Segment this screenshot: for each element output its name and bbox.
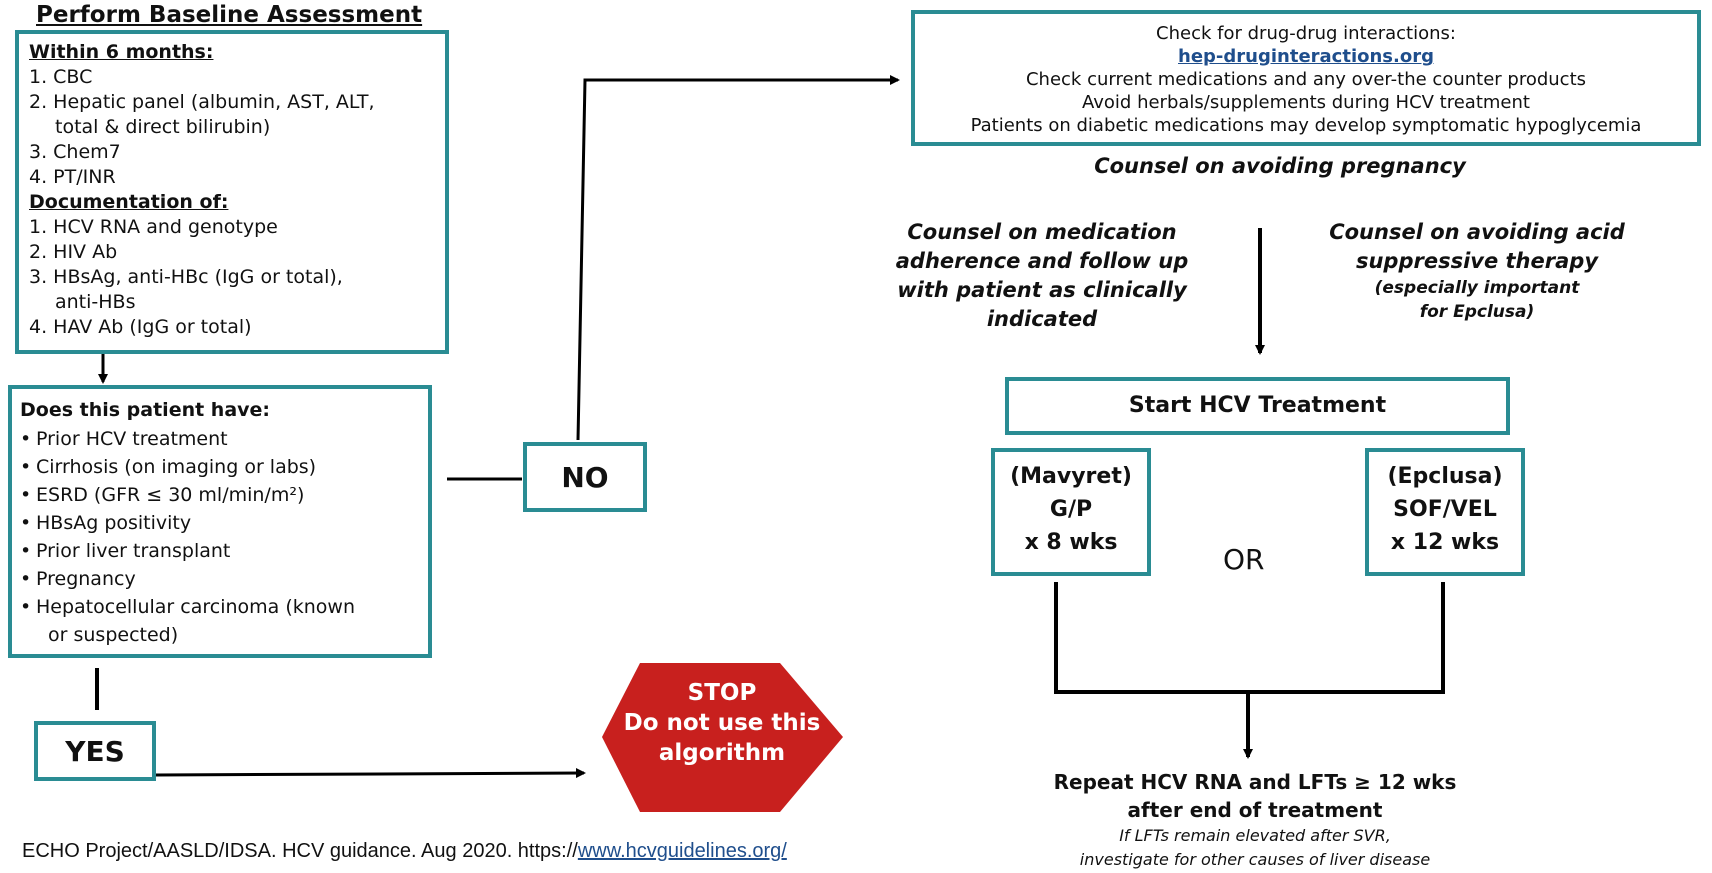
drug-check-line: Check current medications and any over-t… [1025, 69, 1587, 90]
question-item: •Cirrhosis (on imaging or labs) [20, 453, 420, 481]
guidelines-link[interactable]: www.hcvguidelines.org/ [577, 840, 787, 862]
counsel-pregnancy: Counsel on avoiding pregnancy [1094, 154, 1466, 178]
question-item: or suspected) [48, 624, 179, 646]
bullet-icon: • [20, 540, 32, 562]
drug-check-line: Check for drug-drug interactions: [1156, 23, 1456, 44]
question-item: •Prior HCV treatment [20, 425, 420, 453]
epclusa-box: (Epclusa) SOF/VEL x 12 wks [1365, 448, 1525, 576]
documentation-item: 2. HIV Ab [29, 241, 118, 263]
drug-check-box: Check for drug-drug interactions: hep-dr… [911, 10, 1701, 146]
question-item: •Pregnancy [20, 565, 420, 593]
question-item: •Prior liver transplant [20, 537, 420, 565]
stop-line: Do not use this [623, 710, 821, 736]
documentation-item: 4. HAV Ab (IgG or total) [29, 316, 252, 338]
stop-line: algorithm [658, 740, 786, 766]
stop-line: STOP [687, 680, 757, 706]
or-label: OR [1223, 543, 1265, 576]
no-box: NO [523, 442, 647, 512]
question-heading: Does this patient have: [20, 399, 271, 421]
repeat-line: Repeat HCV RNA and LFTs ≥ 12 wks [1053, 770, 1457, 794]
question-item: •ESRD (GFR ≤ 30 ml/min/m²) [20, 481, 420, 509]
counsel-acid: Counsel on avoiding acid suppressive the… [1329, 220, 1625, 322]
within-item: 2. Hepatic panel (albumin, AST, ALT, [29, 91, 375, 113]
baseline-box: Within 6 months: 1. CBC 2. Hepatic panel… [15, 30, 449, 354]
documentation-heading: Documentation of: [29, 191, 229, 213]
footer-citation: ECHO Project/AASLD/IDSA. HCV guidance. A… [22, 840, 787, 862]
question-item: •HBsAg positivity [20, 509, 420, 537]
documentation-item: 3. HBsAg, anti-HBc (IgG or total), [29, 266, 343, 288]
within-item: 3. Chem7 [29, 141, 121, 163]
bullet-icon: • [20, 512, 32, 534]
mavyret-box: (Mavyret) G/P x 8 wks [991, 448, 1151, 576]
drug-check-line: Patients on diabetic medications may dev… [970, 115, 1642, 136]
bullet-icon: • [20, 568, 32, 590]
repeat-line: after end of treatment [1127, 798, 1383, 822]
bullet-icon: • [20, 484, 32, 506]
bullet-icon: • [20, 456, 32, 478]
repeat-note: investigate for other causes of liver di… [1079, 850, 1431, 869]
within-item: total & direct bilirubin) [55, 116, 271, 138]
repeat-note: If LFTs remain elevated after SVR, [1119, 826, 1391, 845]
arrow-yes-to-stop [155, 768, 586, 779]
arrow-no-to-drug-check [576, 75, 900, 441]
start-treatment-box: Start HCV Treatment [1005, 377, 1510, 435]
druginteractions-link[interactable]: hep-druginteractions.org [1178, 46, 1434, 67]
repeat-block: Repeat HCV RNA and LFTs ≥ 12 wks after e… [1020, 768, 1490, 872]
within-heading: Within 6 months: [29, 41, 214, 63]
within-item: 4. PT/INR [29, 166, 116, 188]
question-item: •Hepatocellular carcinoma (known [20, 593, 420, 621]
yes-box: YES [34, 721, 156, 781]
bullet-icon: • [20, 428, 32, 450]
stop-text: STOP Do not use this algorithm [602, 678, 842, 768]
line-treatments-join [1054, 582, 1445, 694]
documentation-item: anti-HBs [55, 291, 136, 313]
bullet-icon: • [20, 596, 32, 618]
question-box: Does this patient have: •Prior HCV treat… [8, 385, 432, 658]
documentation-item: 1. HCV RNA and genotype [29, 216, 278, 238]
counsel-adherence: Counsel on medication adherence and foll… [895, 220, 1189, 331]
stop-shape [602, 663, 843, 812]
baseline-title: Perform Baseline Assessment [36, 2, 423, 28]
within-item: 1. CBC [29, 66, 93, 88]
drug-check-line: Avoid herbals/supplements during HCV tre… [1082, 92, 1530, 113]
